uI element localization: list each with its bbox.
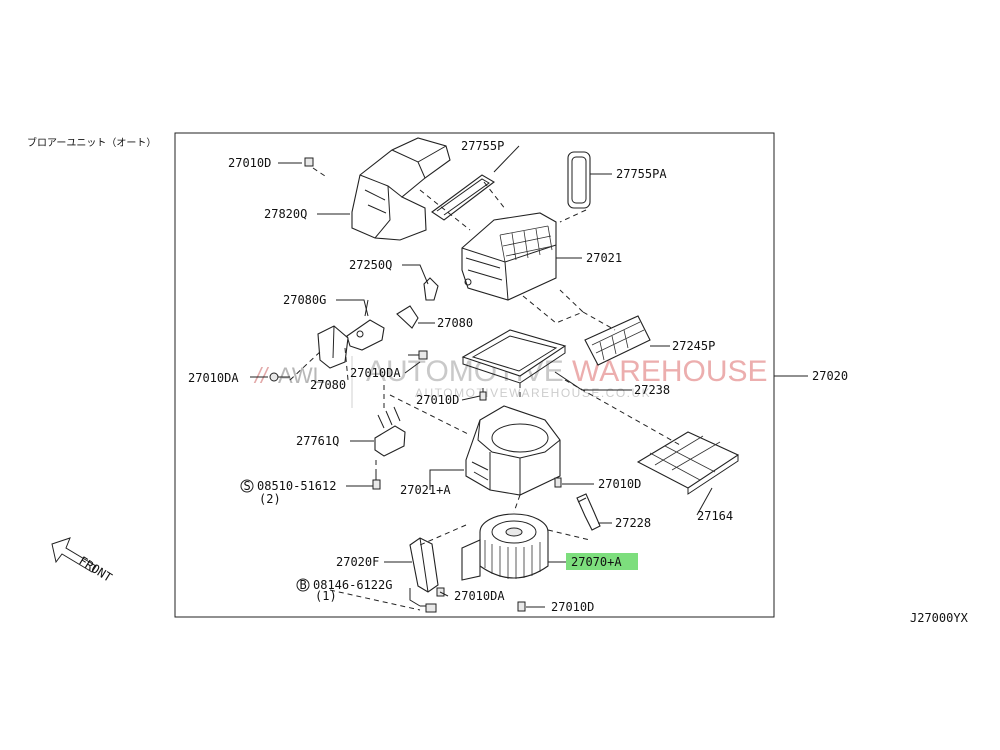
label-27080G: 27080G — [283, 293, 326, 307]
callout-labels: 27010D 27755P 27755PA 27820Q 27021 27250… — [188, 139, 848, 614]
diagram-frame — [174, 132, 775, 618]
part-27250Q-link — [423, 277, 439, 301]
label-27010DA-bottom: 27010DA — [454, 589, 505, 603]
label-27164: 27164 — [697, 509, 733, 523]
part-27755PA-seal — [567, 151, 591, 209]
diagram-code: J27000YX — [910, 611, 969, 625]
label-27820Q: 27820Q — [264, 207, 307, 221]
part-27164-filter — [636, 431, 740, 495]
leader-lines — [250, 145, 808, 608]
label-27755PA: 27755PA — [616, 167, 667, 181]
part-27020F-bracket — [409, 537, 439, 593]
part-27755P-seal — [431, 174, 495, 221]
screw-27010DA-left — [269, 372, 290, 382]
label-27755P: 27755P — [461, 139, 504, 153]
part-27245P-cover — [584, 315, 651, 366]
part-27021-upper-case — [461, 212, 557, 301]
label-27020F: 27020F — [336, 555, 379, 569]
label-27228: 27228 — [615, 516, 651, 530]
screw-27010D-right — [554, 477, 562, 488]
svg-text:B: B — [300, 578, 307, 592]
label-27238: 27238 — [634, 383, 670, 397]
screw-27010DA-mid — [408, 350, 428, 360]
label-08146-6122G: 08146-6122G — [313, 578, 392, 592]
label-27021A: 27021+A — [400, 483, 451, 497]
label-27020: 27020 — [812, 369, 848, 383]
label-27021: 27021 — [586, 251, 622, 265]
label-27010D-top: 27010D — [228, 156, 271, 170]
s-circle-icon: S — [240, 479, 254, 493]
svg-text:S: S — [244, 479, 251, 493]
part-27070A-blower-motor — [461, 513, 549, 581]
label-27761Q: 27761Q — [296, 434, 339, 448]
label-27010D-mid: 27010D — [416, 393, 459, 407]
diagram-title: ブロアーユニット（オート） — [27, 136, 156, 149]
label-08510-qty: (2) — [259, 492, 281, 506]
part-27228-hose — [576, 493, 601, 531]
label-27080-b: 27080 — [310, 378, 346, 392]
front-label: FRONT — [76, 554, 114, 585]
watermark-awl: AWL — [278, 363, 325, 388]
screw-27010D-top — [304, 157, 314, 167]
part-27820Q-duct — [351, 137, 451, 241]
label-27010D-bottom: 27010D — [551, 600, 594, 614]
front-direction-indicator: FRONT — [51, 537, 114, 585]
part-27761Q-resistor — [374, 406, 406, 457]
part-27021A-lower-case — [465, 405, 561, 496]
highlight-27070A — [566, 553, 638, 570]
watermark-slashes: // — [253, 363, 269, 388]
assembly-lines — [289, 167, 681, 611]
front-arrow-icon — [51, 537, 97, 573]
label-27010DA-mid: 27010DA — [350, 366, 401, 380]
part-27080-actuator-upper — [396, 305, 419, 329]
label-27010DA-left: 27010DA — [188, 371, 239, 385]
b-circle-icon: B — [296, 578, 310, 592]
label-27250Q: 27250Q — [349, 258, 392, 272]
label-08146-qty: (1) — [315, 589, 337, 603]
label-08510-51612: 08510-51612 — [257, 479, 336, 493]
part-27080-actuator-lower — [317, 325, 349, 369]
label-27010D-right: 27010D — [598, 477, 641, 491]
label-27245P: 27245P — [672, 339, 715, 353]
screw-27010D-bottom — [517, 601, 526, 612]
label-27070A: 27070+A — [571, 555, 622, 569]
screw-08510-51612 — [372, 474, 381, 490]
screw-08146-6122G — [420, 603, 437, 613]
label-27080-a: 27080 — [437, 316, 473, 330]
